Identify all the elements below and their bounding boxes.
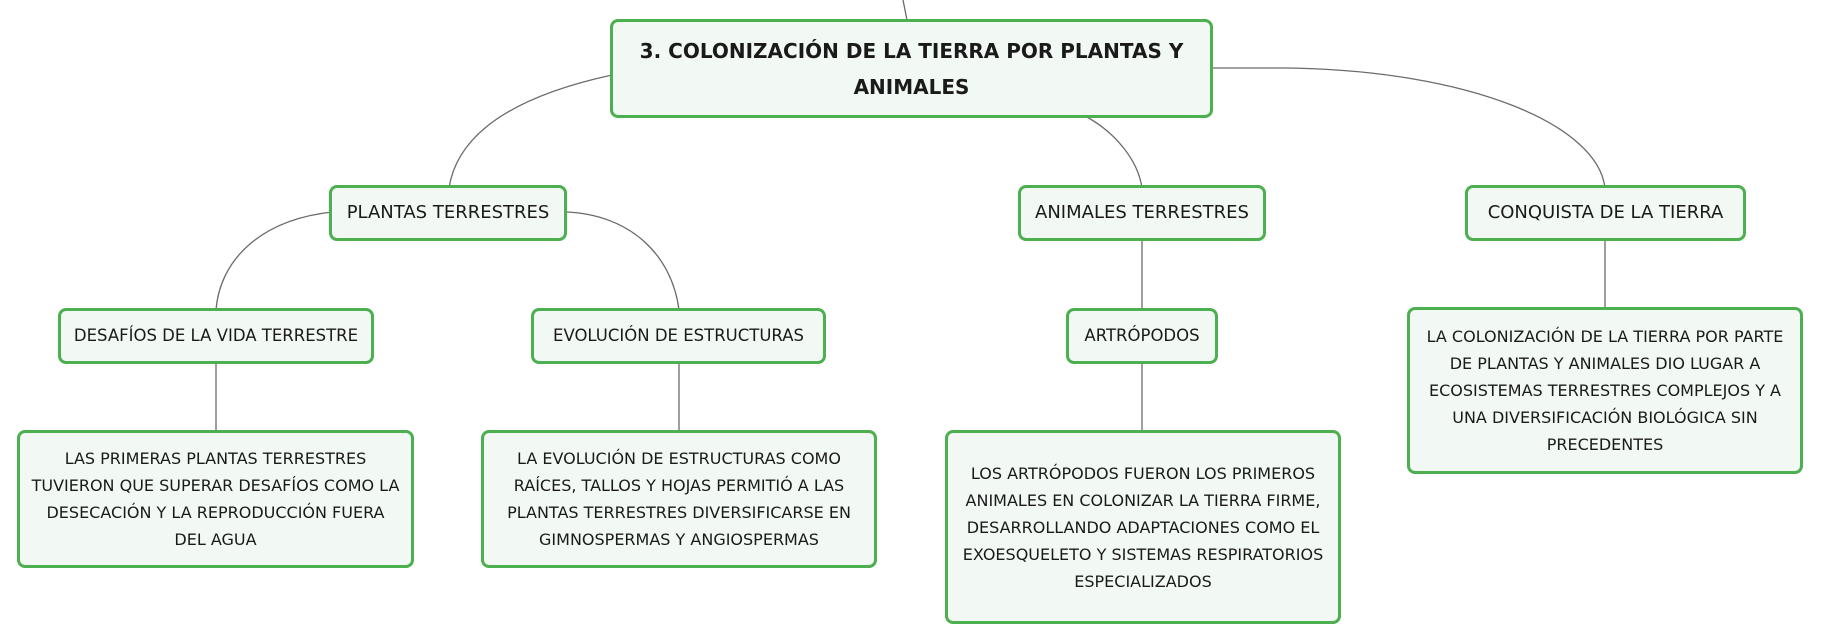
topic-animales-terrestres-label: ANIMALES TERRESTRES bbox=[1035, 202, 1249, 223]
detail-artropodos-text: LOS ARTRÓPODOS FUERON LOS PRIMEROS ANIMA… bbox=[962, 463, 1324, 591]
topic-conquista-de-la-tierra[interactable]: CONQUISTA DE LA TIERRA bbox=[1465, 185, 1746, 241]
subtopic-desafios-vida-terrestre[interactable]: DESAFÍOS DE LA VIDA TERRESTRE bbox=[58, 308, 374, 364]
subtopic-artropodos[interactable]: ARTRÓPODOS bbox=[1066, 308, 1218, 364]
topic-plantas-terrestres[interactable]: PLANTAS TERRESTRES bbox=[329, 185, 567, 241]
topic-plantas-terrestres-label: PLANTAS TERRESTRES bbox=[346, 202, 550, 223]
connector-root-to-conquista bbox=[1210, 67, 1606, 189]
connector-plantas-to-desafios bbox=[215, 211, 333, 311]
subtopic-artropodos-label: ARTRÓPODOS bbox=[1084, 326, 1200, 345]
connector-root-to-plantas bbox=[448, 74, 613, 189]
connector-plantas-to-evolucion bbox=[564, 211, 680, 311]
subtopic-evolucion-estructuras-label: EVOLUCIÓN DE ESTRUCTURAS bbox=[553, 326, 804, 345]
connector-root-to-animales bbox=[1084, 115, 1143, 189]
subtopic-evolucion-estructuras[interactable]: EVOLUCIÓN DE ESTRUCTURAS bbox=[531, 308, 826, 364]
detail-desafios[interactable]: LAS PRIMERAS PLANTAS TERRESTRES TUVIERON… bbox=[17, 430, 414, 568]
detail-artropodos[interactable]: LOS ARTRÓPODOS FUERON LOS PRIMEROS ANIMA… bbox=[945, 430, 1341, 624]
detail-evolucion-text: LA EVOLUCIÓN DE ESTRUCTURAS COMO RAÍCES,… bbox=[507, 449, 851, 549]
connector-parent-to-root bbox=[902, 0, 908, 21]
detail-evolucion[interactable]: LA EVOLUCIÓN DE ESTRUCTURAS COMO RAÍCES,… bbox=[481, 430, 877, 568]
root-topic[interactable]: 3. COLONIZACIÓN DE LA TIERRA POR PLANTAS… bbox=[610, 19, 1213, 118]
detail-conquista-text: LA COLONIZACIÓN DE LA TIERRA POR PARTE D… bbox=[1426, 327, 1784, 454]
root-topic-label: 3. COLONIZACIÓN DE LA TIERRA POR PLANTAS… bbox=[639, 38, 1184, 99]
detail-desafios-text: LAS PRIMERAS PLANTAS TERRESTRES TUVIERON… bbox=[31, 449, 400, 549]
subtopic-desafios-vida-terrestre-label: DESAFÍOS DE LA VIDA TERRESTRE bbox=[73, 326, 359, 345]
topic-conquista-de-la-tierra-label: CONQUISTA DE LA TIERRA bbox=[1487, 202, 1724, 223]
topic-animales-terrestres[interactable]: ANIMALES TERRESTRES bbox=[1018, 185, 1266, 241]
detail-conquista[interactable]: LA COLONIZACIÓN DE LA TIERRA POR PARTE D… bbox=[1407, 307, 1803, 474]
